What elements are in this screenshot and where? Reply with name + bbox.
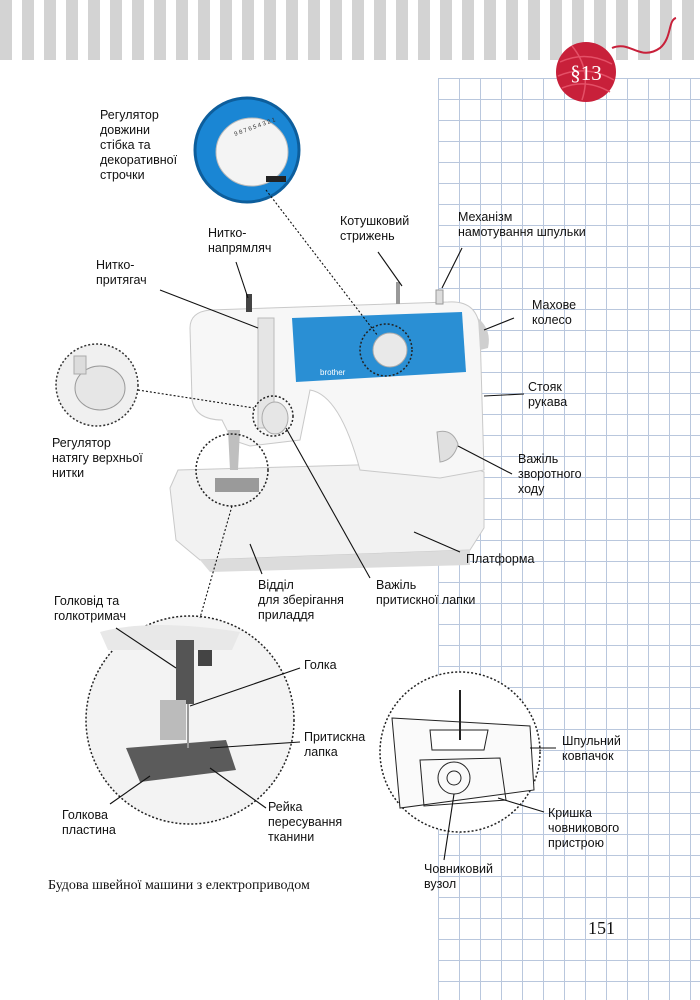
label-bobbin-winder: Механізм намотування шпульки [458, 210, 586, 239]
label-tension-regulator: Регулятор натягу верхньої нитки [52, 436, 143, 480]
label-spool-pin: Котушковий стрижень [340, 214, 410, 243]
label-arm-pillar: Стояк рукава [528, 380, 568, 409]
page-number: 151 [588, 918, 615, 938]
label-needle-bar: Голковід та голкотримач [54, 594, 126, 623]
label-accessory-compartment: Відділ для зберігання приладдя [258, 578, 344, 622]
label-feed-dog: Рейка пересування тканини [268, 800, 343, 844]
brand-label: brother [320, 368, 346, 377]
label-handwheel: Махове колесо [532, 298, 577, 327]
figure-caption: Будова швейної машини з електроприводом [48, 878, 310, 893]
leader-lines [109, 189, 556, 861]
label-needle-plate: Голкова пластина [62, 808, 116, 837]
label-thread-guide: Нитко- напрямляч [208, 226, 272, 255]
label-presser-foot: Притискна лапка [304, 730, 366, 759]
label-reverse-lever: Важіль зворотного ходу [518, 452, 582, 496]
tension-dial-inset [55, 343, 139, 427]
label-take-up-lever: Нитко- притягач [96, 258, 147, 287]
sewing-machine-body: brother [169, 282, 489, 572]
yarn-ball-icon [556, 17, 677, 102]
label-bobbin-case: Шпульний ковпачок [562, 734, 621, 763]
label-stitch-regulator: Регулятор довжини стібка та декоративної… [100, 108, 178, 182]
label-presser-foot-lever: Важіль притискної лапки [376, 578, 476, 607]
label-needle: Голка [304, 658, 337, 672]
grid-paper-background [438, 78, 700, 1000]
needle-closeup-inset [85, 615, 295, 825]
label-platform: Платформа [466, 552, 535, 566]
stitch-dial-inset: 9 8 7 6 5 4 3 2 1 [193, 96, 301, 204]
label-shuttle-cover: Кришка човникового пристрою [548, 806, 620, 850]
label-shuttle: Човниковий вузол [424, 862, 493, 891]
bobbin-closeup-inset [379, 671, 541, 833]
section-badge: §13 [570, 61, 602, 85]
